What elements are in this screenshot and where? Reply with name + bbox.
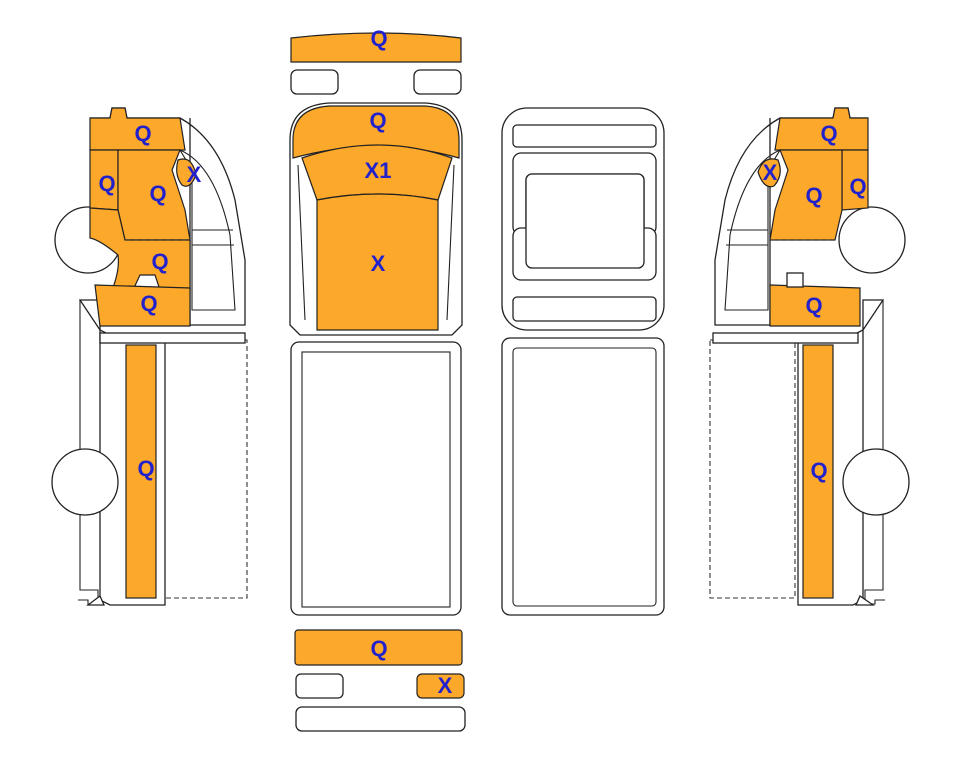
front-bumper-panel (290, 32, 462, 63)
right-side-view: Q Q Q X Q Q (709, 107, 910, 606)
left-headlight (290, 69, 339, 95)
right-step-panel (769, 284, 861, 327)
front-bumper-label: Q (370, 26, 387, 51)
roof-panel (316, 193, 439, 331)
top-bed-outline (290, 341, 462, 616)
left-door-label: Q (149, 181, 166, 206)
right-rear-wheel (842, 448, 910, 516)
left-step-panel (94, 284, 191, 327)
rear-small-label: X (438, 673, 453, 698)
right-bed-label: Q (810, 458, 827, 483)
rear-bumper-panel (294, 629, 463, 666)
left-bed-outline (164, 339, 248, 599)
right-door-panel (769, 149, 843, 241)
right-door-label: Q (805, 183, 822, 208)
left-step-label: Q (140, 291, 157, 316)
left-cab-rear-sill (99, 332, 246, 344)
right-bed-panel (802, 344, 834, 599)
top-bed-inner (301, 351, 451, 608)
left-fender-label: Q (151, 249, 168, 274)
left-window-panel (176, 158, 197, 187)
right-front-wheel (838, 206, 906, 274)
rear-right-light (416, 673, 465, 699)
right-cab-rear-sill (712, 332, 859, 344)
top-view: Q Q X1 X Q X (289, 26, 466, 732)
bottom-bed-inner (512, 347, 657, 607)
left-cab-front-label: Q (98, 171, 115, 196)
right-window-panel (757, 158, 781, 188)
left-window-label: X (187, 162, 202, 187)
left-window-frame (178, 148, 236, 311)
hood-label: Q (369, 108, 386, 133)
rear-step-bar (295, 706, 466, 732)
top-right-pillar (446, 164, 455, 321)
right-fuel-cap (786, 272, 804, 288)
left-bed-label: Q (137, 456, 154, 481)
left-side-view: Q Q Q X Q Q Q (51, 107, 248, 606)
bottom-cab-strip-1 (512, 124, 657, 148)
windshield-label: X1 (365, 158, 392, 183)
rear-left-light (295, 673, 344, 699)
right-headlight (413, 69, 462, 95)
bottom-view (501, 107, 665, 616)
top-left-pillar (297, 164, 306, 321)
left-bed-panel (125, 344, 157, 599)
bottom-bed-outline (501, 337, 665, 616)
bottom-cab-strip-2 (512, 296, 657, 322)
right-window-label: X (763, 160, 778, 185)
right-window-frame (724, 148, 782, 311)
right-bed-outline (709, 339, 796, 599)
right-rear-step (854, 595, 876, 606)
right-step-label: Q (805, 293, 822, 318)
left-rear-wheel (51, 448, 119, 516)
left-rear-step (86, 594, 106, 606)
roof-label: X (371, 251, 386, 276)
right-cab-front-label: Q (849, 174, 866, 199)
right-cab-top-label: Q (820, 121, 837, 146)
left-cab-top-label: Q (134, 121, 151, 146)
bottom-cab-inner-top (525, 173, 645, 269)
rear-bumper-label: Q (370, 636, 387, 661)
